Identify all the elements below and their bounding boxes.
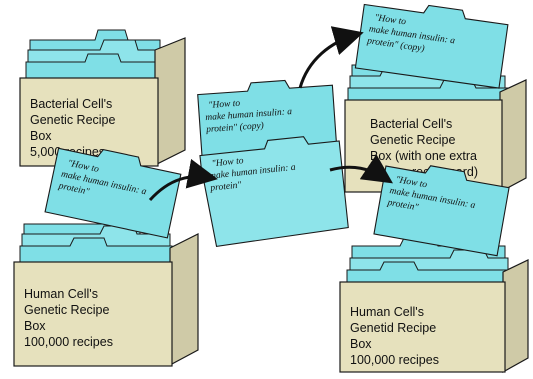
bacterial-modified-label-3: Box (with one extra [370, 149, 477, 163]
middle-front-card: "How to make human insulin: a protein" [199, 136, 349, 247]
arrow-middle-to-bottom-right [329, 154, 393, 184]
arrow-middle-to-top-right [298, 26, 364, 89]
top-right-card-text-1: "How to [374, 13, 407, 27]
middle-copy-card-text-1: "How to [208, 99, 241, 111]
human-box-cards [19, 223, 173, 265]
bacterial-box-front [19, 77, 159, 167]
top-right-insulin-card: "How to make human insulin: a protein" (… [354, 3, 509, 89]
human-recipe-box: "How to make human insulin: a protein" H… [13, 147, 199, 367]
human-box-front [13, 261, 173, 367]
human-result-label-2: Genetid Recipe [350, 321, 436, 335]
bacterial-modified-label-1: Bacterial Cell's [370, 117, 452, 131]
bacterial-box-label-3: Box [30, 129, 52, 143]
human-result-label-3: Box [350, 337, 372, 351]
bacterial-box-cards [25, 29, 171, 81]
bacterial-recipe-box: Bacterial Cell's Genetic Recipe Box 5,00… [19, 29, 186, 167]
bacterial-box-label-2: Genetic Recipe [30, 113, 116, 127]
bacterial-modified-label-2: Genetic Recipe [370, 133, 456, 147]
human-result-recipe-box: "How to make human insulin: a protein" H… [339, 165, 529, 374]
human-box-label-2: Genetic Recipe [24, 303, 110, 317]
human-box-label-4: 100,000 recipes [24, 335, 113, 349]
bacterial-box-label-1: Bacterial Cell's [30, 97, 112, 111]
human-box-insulin-card: "How to make human insulin: a protein" [44, 147, 182, 239]
middle-front-card-text-1: "How to [211, 156, 244, 169]
bottom-right-insulin-card: "How to make human insulin: a protein" [373, 165, 510, 257]
bacterial-modified-recipe-box: "How to make human insulin: a protein" (… [344, 3, 527, 194]
human-box-label-1: Human Cell's [24, 287, 98, 301]
human-result-box-front [339, 281, 506, 373]
human-result-label-4: 100,000 recipes [350, 353, 439, 367]
human-result-box-cards [346, 237, 511, 287]
human-box-label-3: Box [24, 319, 46, 333]
arrow-human-to-middle [148, 158, 218, 202]
human-result-label-1: Human Cell's [350, 305, 424, 319]
middle-copy-card-text-3: protein" (copy) [205, 120, 264, 135]
